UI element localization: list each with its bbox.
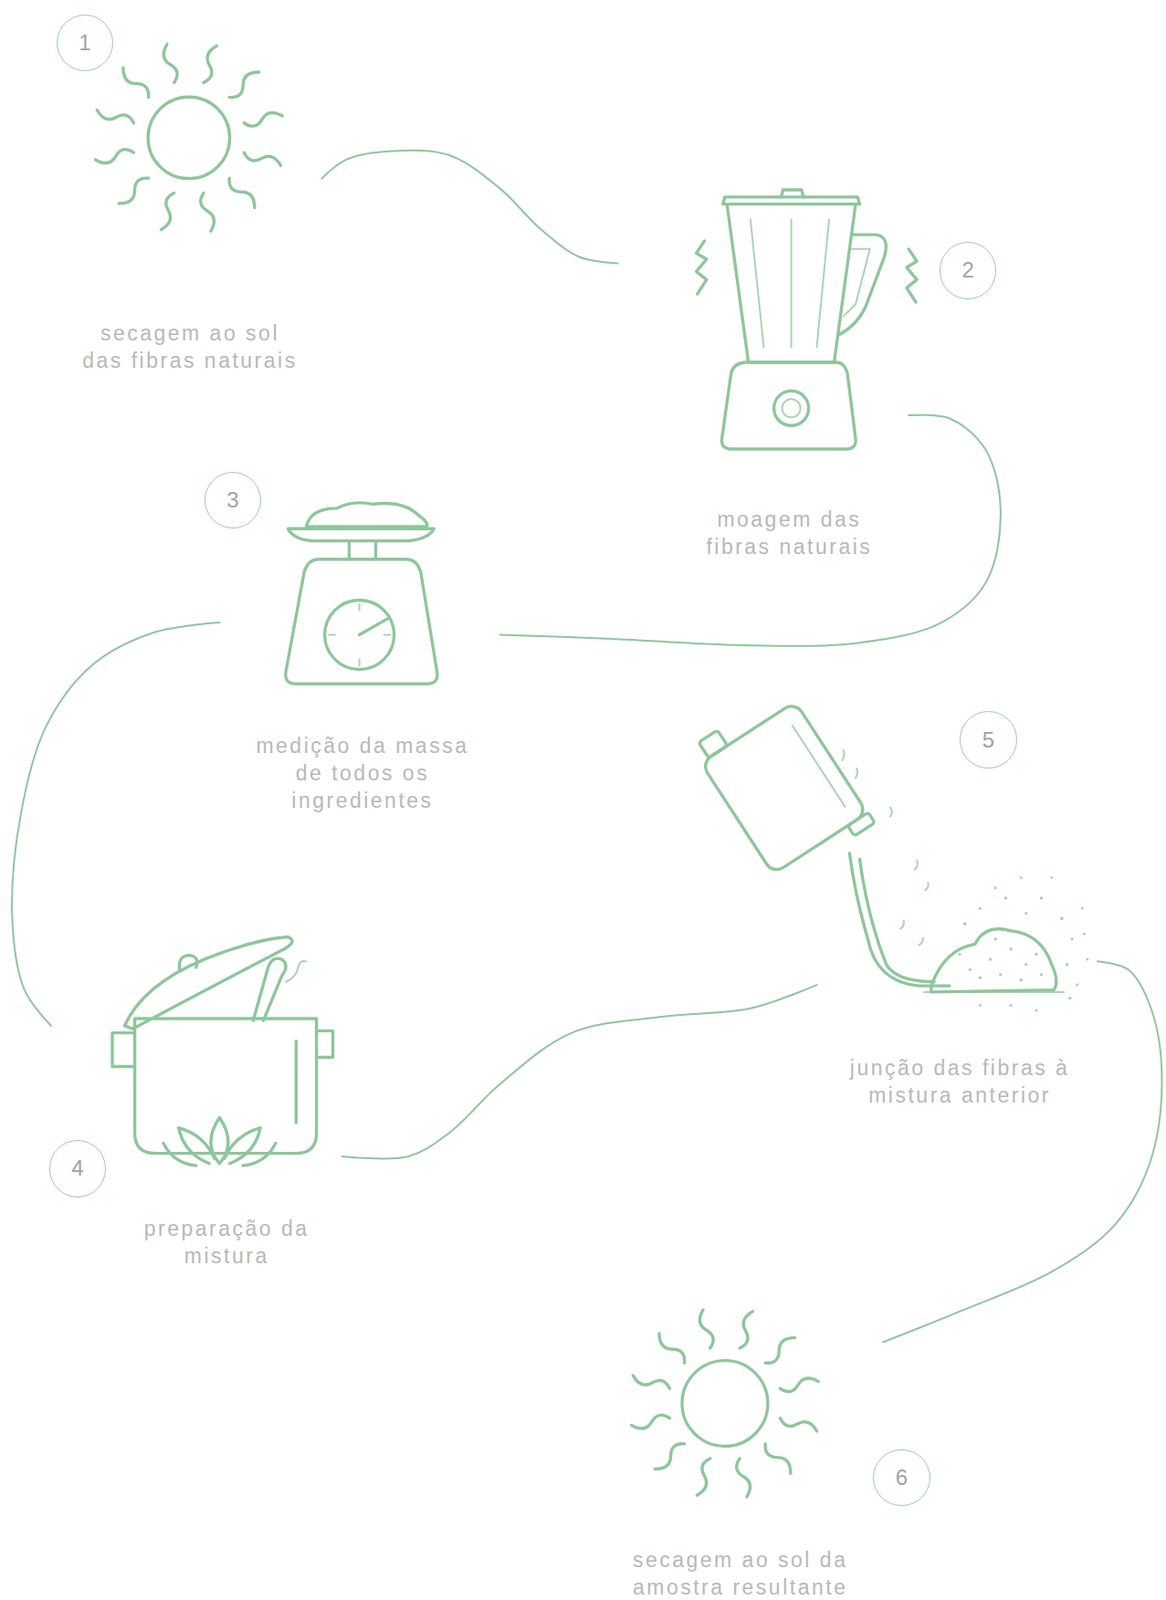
sun-ray (200, 44, 220, 85)
step-number-circle: 3 (204, 472, 263, 530)
blender-jar-lines (750, 219, 830, 347)
process-step: secagem ao sol das fibras naturais (71, 41, 322, 373)
pitcher-highlight (792, 725, 846, 808)
pitcher-spout (847, 812, 875, 837)
sun-ray (761, 1441, 796, 1476)
step-number-circle: 4 (49, 1140, 107, 1198)
sun-ray (734, 1458, 753, 1498)
blender-handle-inner (843, 249, 871, 317)
blender-handle (839, 234, 886, 336)
process-step: secagem ao sol da amostra resultante (622, 1296, 883, 1598)
sun-ray (160, 43, 179, 84)
pot-handle (316, 1030, 334, 1058)
sun-ray (227, 67, 262, 102)
flame (163, 1117, 276, 1166)
blender-lid (723, 197, 861, 205)
sun-illustration (630, 1309, 820, 1498)
step-number: 1 (78, 31, 91, 54)
process-step: preparação da mistura (51, 929, 343, 1272)
step-caption: preparação da mistura (128, 1215, 326, 1271)
sun-ray (158, 191, 178, 232)
scale-hand (359, 619, 389, 636)
blender-jar (726, 204, 856, 363)
connector-line (882, 961, 1162, 1343)
steam-curl (285, 961, 306, 983)
sun-ray (652, 1440, 687, 1475)
process-step: medição da massa de todos os ingrediente… (219, 500, 501, 812)
scale-plate (287, 528, 434, 541)
connector-line (342, 985, 818, 1159)
sun-ray (778, 1416, 819, 1435)
sun-ray (243, 110, 284, 129)
spoon (252, 958, 286, 1021)
pot-highlight (294, 1041, 298, 1124)
droplets (842, 750, 929, 946)
sun-ray (630, 1413, 671, 1432)
step-caption: medição da massa de todos os ingrediente… (248, 732, 477, 815)
step-number: 3 (226, 489, 239, 512)
step-number: 6 (895, 1467, 908, 1490)
sun-ray (94, 107, 135, 127)
sun-disc (682, 1361, 768, 1448)
scale-illustration (285, 503, 438, 684)
fiber-dust (958, 876, 1090, 1012)
blender-illustration (696, 189, 918, 450)
pitcher-body (701, 702, 868, 875)
vibration-mark (906, 249, 917, 303)
step-caption: secagem ao sol da amostra resultante (623, 1546, 857, 1600)
sun-ray (779, 1376, 820, 1395)
connector-line (500, 415, 1001, 647)
process-step: junção das fibras à mistura anterior (817, 689, 1099, 1114)
step-caption: moagem das fibras naturais (693, 505, 885, 561)
step-number-circle: 5 (959, 711, 1018, 769)
fiber-pile (931, 929, 1057, 993)
blender-base (721, 362, 856, 450)
step-number-circle: 1 (56, 14, 115, 73)
liquid-stream (849, 853, 950, 987)
step-caption: secagem ao sol das fibras naturais (79, 319, 302, 375)
sun-ray (118, 65, 153, 100)
step-number: 2 (961, 259, 974, 282)
scale-dial (325, 600, 395, 671)
step-number-circle: 2 (939, 241, 998, 300)
blender-dial (774, 390, 809, 426)
sun-ray (697, 1309, 716, 1349)
pot-handle (112, 1033, 136, 1068)
sun-ray (242, 149, 283, 169)
ground-line (924, 991, 1064, 994)
sun-ray (631, 1374, 672, 1393)
sun-ray (694, 1457, 714, 1497)
step-number-circle: 6 (872, 1449, 931, 1508)
process-step: moagem das fibras naturais (618, 189, 910, 560)
scale-ticks (328, 604, 390, 666)
sun-ray (654, 1332, 689, 1366)
sun-ray (116, 174, 151, 209)
sun-ray (198, 192, 217, 232)
pouring-illustration (691, 685, 1090, 1012)
fiber-mound (305, 503, 427, 527)
step-number: 4 (71, 1157, 84, 1180)
pot-lid (124, 937, 293, 1030)
connector-line (321, 150, 618, 264)
sun-ray (736, 1310, 756, 1350)
sun-disc (147, 96, 230, 179)
sun-ray (94, 147, 135, 166)
connector-line (11, 622, 220, 1027)
scale-body (285, 559, 438, 684)
blender-dial-inner (782, 399, 801, 418)
step-caption: junção das fibras à mistura anterior (836, 1054, 1082, 1110)
pitcher-handle (698, 730, 728, 758)
scale-stem (348, 541, 376, 560)
vibration-mark (696, 241, 707, 295)
sun-ray (763, 1334, 798, 1368)
blender-knob (780, 189, 804, 198)
sun-illustration (94, 43, 284, 232)
sun-ray (225, 176, 260, 211)
step-number: 5 (982, 729, 995, 752)
pot-illustration (112, 937, 334, 1166)
lid-knob (178, 955, 197, 971)
